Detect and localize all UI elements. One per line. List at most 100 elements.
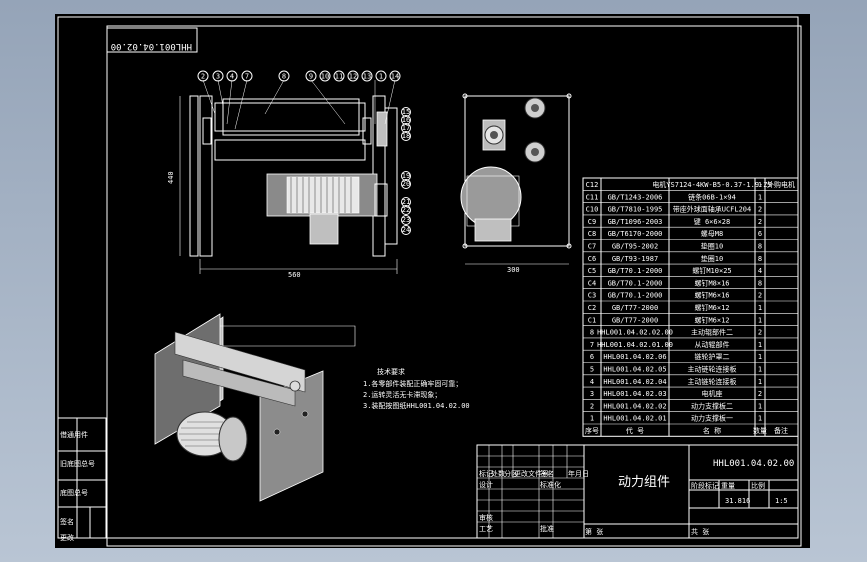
bom-cell-10-3: 1 [758, 304, 762, 312]
bom-cell-13-3: 1 [758, 341, 762, 349]
balloon-top-label-3: 7 [245, 73, 249, 81]
sheet-count: 共 张 [691, 527, 709, 536]
balloon-top-label-0: 2 [201, 73, 205, 81]
tb-label-8: 阶段标记 [691, 481, 719, 490]
balloon-right-label-6: 21 [402, 198, 410, 206]
tb-label-9: 重量 [721, 482, 735, 490]
scale-value: 1:5 [775, 497, 788, 505]
balloon-top-label-6: 10 [321, 73, 329, 81]
bom-cell-1-3: 1 [758, 193, 762, 201]
tb-label-3: 更改文件号 [514, 469, 549, 478]
bom-cell-13-1: HHL001.04.02.01.00 [597, 341, 673, 349]
bottom-left-label: 更改 [60, 533, 74, 542]
balloon-right-label-8: 23 [402, 216, 410, 224]
balloon-right-label-1: 16 [402, 116, 410, 124]
bom-cell-4-2: 螺母M8 [701, 229, 723, 238]
balloon-right-label-9: 24 [402, 226, 410, 234]
bom-cell-5-0: C7 [588, 243, 596, 251]
bom-cell-16-1: HHL001.04.02.04 [603, 378, 666, 386]
balloon-top-label-10: 1 [379, 73, 383, 81]
tb-label-7: 标准化 [540, 480, 561, 489]
balloon-top-label-5: 9 [309, 73, 313, 81]
bom-cell-7-0: C5 [588, 267, 596, 275]
balloon-top-label-11: 14 [391, 73, 399, 81]
inner-frame [106, 25, 802, 547]
bom-cell-11-0: C1 [588, 316, 596, 324]
bom-cell-3-0: C9 [588, 218, 596, 226]
bom-cell-18-1: HHL001.04.02.02 [603, 402, 666, 410]
bom-cell-3-2: 键 6×6×28 [694, 217, 731, 226]
bom-cell-10-2: 螺钉M6×12 [694, 303, 729, 312]
lower-roller [214, 139, 366, 161]
dim-height: 440 [167, 171, 175, 184]
bom-cell-12-3: 2 [758, 329, 762, 337]
bom-cell-15-1: HHL001.04.02.05 [603, 366, 666, 374]
bom-cell-0-3: 1 [758, 181, 762, 189]
mirrored-code-box: HHL001.04.02.00 [106, 27, 198, 53]
weight-value: 31.816 [725, 497, 750, 505]
tb-label-6: 设计 [479, 480, 493, 489]
bom-cell-11-1: GB/T77-2000 [612, 316, 658, 324]
bom-cell-11-3: 1 [758, 316, 762, 324]
balloon-right-2 [401, 123, 411, 133]
bom-cell-8-0: C4 [588, 279, 596, 287]
bom-cell-12-2: 主动辊部件二 [691, 328, 733, 337]
bom-cell-18-3: 1 [758, 402, 762, 410]
bom-cell-1-1: GB/T1243-2006 [608, 193, 663, 201]
drawing-code: HHL001.04.02.00 [713, 459, 794, 469]
balloon-right-9 [401, 225, 411, 235]
bom-cell-19-0: 1 [590, 415, 594, 423]
balloon-right-label-5: 20 [402, 180, 410, 188]
bom-cell-0-2: 电机YS7124-4KW-B5-0.37-1.9-Z5 [652, 180, 771, 189]
tb-label-0: 标记 [479, 469, 493, 478]
balloon-right-label-0: 15 [402, 108, 410, 116]
balloon-right-0 [401, 107, 411, 117]
balloon-top-9 [361, 70, 373, 82]
mirrored-code: HHL001.04.02.00 [111, 41, 192, 51]
balloon-top-label-4: 8 [282, 73, 286, 81]
tb-label-12: 工艺 [479, 525, 493, 533]
balloon-top-3 [241, 70, 253, 82]
dim-width: 560 [288, 271, 301, 279]
bom-cell-14-2: 链轮护罩二 [695, 352, 730, 361]
bom-cell-12-0: 8 [590, 329, 594, 337]
tb-label-2: 分区 [504, 469, 518, 478]
bom-cell-2-3: 2 [758, 206, 762, 214]
bom-cell-2-2: 带座外球面轴承UCFL204 [673, 205, 752, 214]
bom-cell-7-3: 4 [758, 267, 762, 275]
stamp-label-0: 借通用件 [60, 430, 88, 439]
balloon-right-8 [401, 215, 411, 225]
bom-cell-16-3: 1 [758, 378, 762, 386]
balloon-top-label-2: 4 [230, 73, 234, 81]
bom-cell-20-0: 序号 [585, 426, 599, 435]
tech-line-1: 2.运转灵活无卡滞现象； [363, 390, 441, 399]
bom-cell-6-1: GB/T93-1987 [612, 255, 658, 263]
bom-cell-19-2: 动力支撑板一 [691, 414, 733, 423]
bom-cell-18-0: 2 [590, 402, 594, 410]
bom-cell-7-2: 螺钉M10×25 [692, 266, 731, 275]
bom-cell-8-1: GB/T70.1-2000 [608, 279, 663, 287]
drawing-sheet: HHL001.04.02.00 借通用件 旧底图总号 底图总号 签名 更改 [55, 14, 810, 548]
bom-cell-8-2: 螺钉M8×16 [694, 278, 729, 287]
balloon-top-10 [375, 70, 387, 82]
bom-cell-5-3: 8 [758, 243, 762, 251]
tech-requirements: 技术要求 1.各零部件装配正确牢固可靠； 2.运转灵活无卡滞现象； 3.装配按图… [363, 367, 470, 410]
iso-lower-roller [182, 359, 296, 407]
bom-cell-6-0: C6 [588, 255, 596, 263]
tech-line-0: 1.各零部件装配正确牢固可靠； [363, 379, 462, 388]
balloon-right-4 [401, 171, 411, 181]
bom-cell-9-0: C3 [588, 292, 596, 300]
bom-cell-3-3: 2 [758, 218, 762, 226]
bom-cell-9-3: 2 [758, 292, 762, 300]
bom-cell-20-3: 数量 [753, 426, 767, 435]
tb-label-5: 年月日 [568, 469, 589, 478]
bom-cell-10-0: C2 [588, 304, 596, 312]
balloon-right-label-7: 22 [402, 206, 410, 214]
bom-cell-4-3: 6 [758, 230, 762, 238]
bom-cell-9-1: GB/T70.1-2000 [608, 292, 663, 300]
bom-cell-8-3: 8 [758, 279, 762, 287]
bom-cell-15-3: 1 [758, 366, 762, 374]
